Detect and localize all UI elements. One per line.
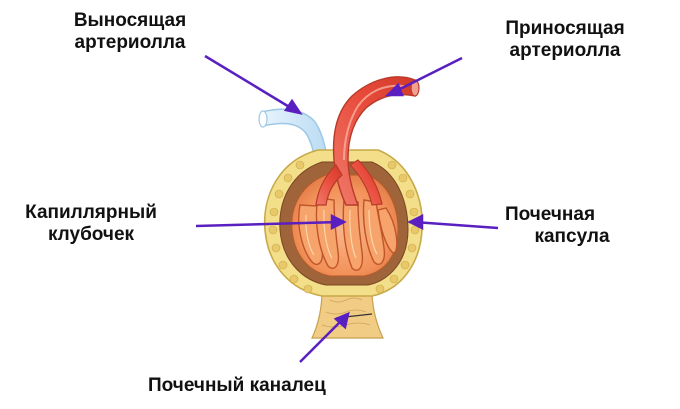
label-efferent-line2: артериолла (74, 32, 186, 53)
pointer-afferent (391, 56, 463, 95)
capillary-highlights (305, 209, 378, 259)
label-efferent-arteriole: Выносящая артериолла (60, 10, 200, 54)
afferent-branch-right (349, 159, 383, 206)
pointer-capsule (413, 220, 499, 230)
pointer-glomerulus (195, 220, 341, 228)
pointer-tubule-head (333, 311, 350, 330)
pointer-efferent-head (283, 98, 303, 115)
label-capillary-glomerulus: Капиллярный клубочек (6, 202, 176, 246)
pointer-glomerulus-head (330, 213, 347, 231)
afferent-highlight (343, 84, 405, 161)
pointer-efferent (204, 54, 297, 113)
label-capsule-line2: капсула (534, 226, 610, 247)
label-efferent-line1: Выносящая (73, 10, 187, 31)
pointer-afferent-head (384, 82, 404, 97)
efferent-arteriole-opening (258, 110, 268, 128)
pointer-lines (195, 54, 499, 363)
label-glomerulus-line1: Капиллярный (25, 202, 157, 223)
label-capsule-line1: Почечная (504, 204, 596, 225)
afferent-arteriole-opening (410, 79, 420, 97)
pointer-capsule-head (407, 213, 424, 231)
capsule-cells (268, 160, 420, 294)
label-afferent-arteriole: Приносящая артериолла (490, 18, 640, 62)
pointer-tubule (299, 317, 345, 363)
label-afferent-line1: Приносящая (505, 18, 625, 39)
label-glomerulus-line2: клубочек (47, 224, 135, 245)
label-renal-capsule: Почечная капсула (470, 204, 630, 248)
afferent-arteriole (332, 76, 416, 206)
label-afferent-line2: артериолла (509, 40, 621, 61)
label-renal-tubule: Почечный каналец (148, 375, 326, 396)
afferent-branch-left (315, 164, 343, 206)
